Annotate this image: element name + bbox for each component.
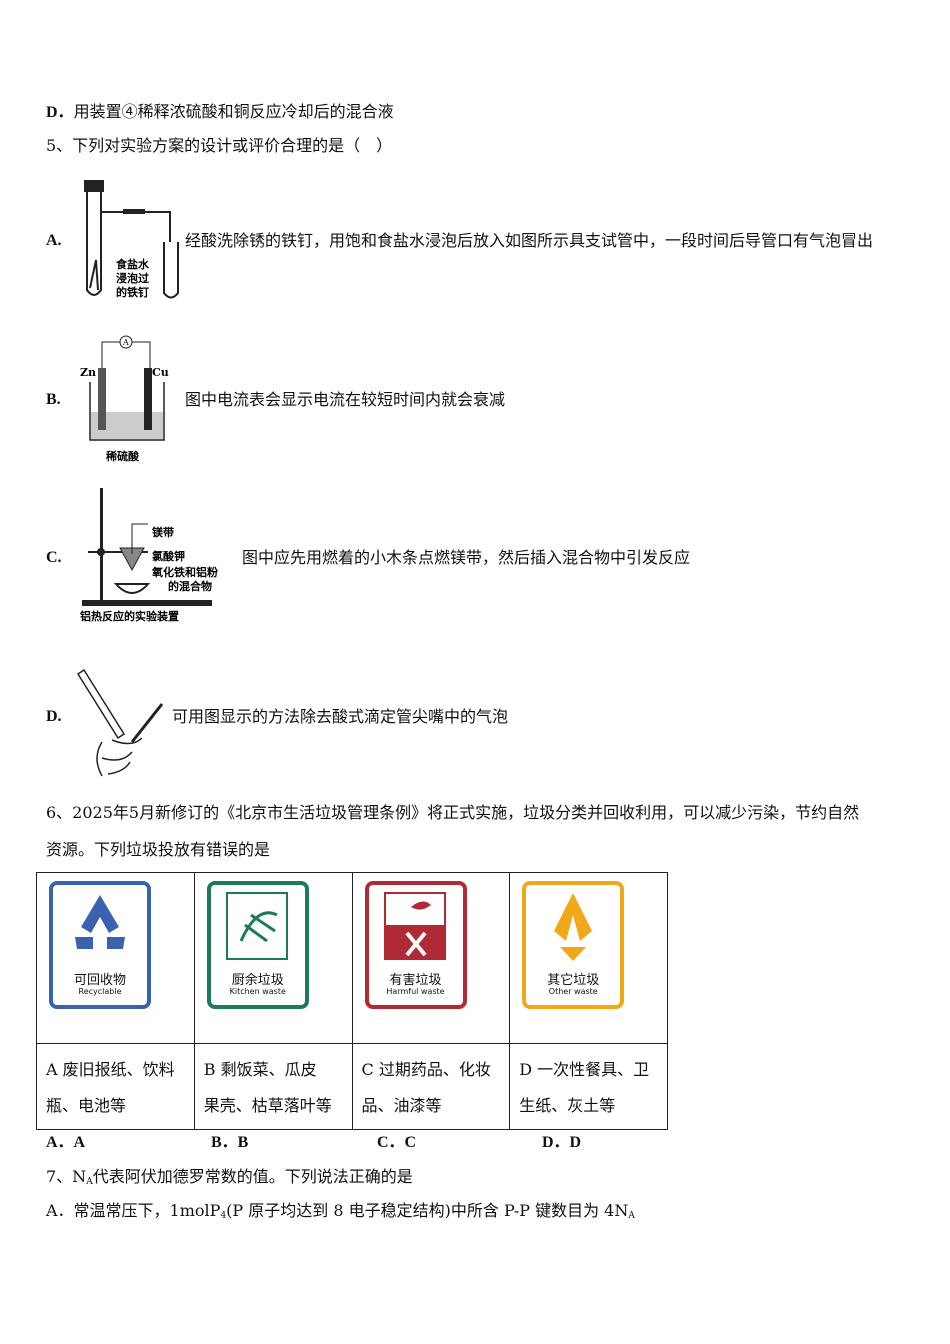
cell-text: D 一次性餐具、卫 <box>519 1060 650 1079</box>
table-cell-b: B 剩饭菜、瓜皮果壳、枯草落叶等 <box>193 1043 353 1130</box>
other-waste-icon <box>554 893 593 961</box>
cell-text: 瓶、电池等 <box>46 1096 127 1115</box>
cell-text: 品、油漆等 <box>361 1096 442 1115</box>
q6-answer-c: C．C <box>377 1134 417 1151</box>
fig-label: Zn <box>80 366 96 379</box>
sign-en: Other waste <box>548 987 598 996</box>
cell-text: A 废旧报纸、饮料 <box>46 1060 175 1079</box>
fig-label: 食盐水 <box>116 257 150 271</box>
cell-text: C 过期药品、化妆 <box>361 1060 491 1079</box>
sign-en: Kitchen waste <box>229 987 286 996</box>
fig-label: 稀硫酸 <box>106 449 140 463</box>
q5-d-text: 可用图显示的方法除去酸式滴定管尖嘴中的气泡 <box>172 707 509 726</box>
fig-label: 的铁钉 <box>116 285 149 299</box>
cell-text: B 剩饭菜、瓜皮 <box>203 1060 317 1079</box>
fig-label: A <box>122 338 129 347</box>
text: 7、N <box>46 1167 87 1186</box>
q5-a-text: 经酸洗除锈的铁钉，用饱和食盐水浸泡后放入如图所示具支试管中，一段时间后导管口有气… <box>185 231 874 250</box>
thermite-apparatus-figure: 镁带 氯酸钾 氧化铁和铝粉 的混合物 铝热反应的实验装置 <box>80 488 218 623</box>
sign-en: Harmful waste <box>386 987 445 996</box>
burette-hand-figure <box>76 668 164 777</box>
fig-label: 浸泡过 <box>116 271 149 285</box>
text: 代表阿伏加德罗常数的值。下列说法正确的是 <box>92 1167 413 1186</box>
q5-stem: 5、下列对实验方案的设计或评价合理的是（ ） <box>46 136 393 155</box>
fig-label: 铝热反应的实验装置 <box>80 609 179 623</box>
option-text: 用装置④稀释浓硫酸和铜反应冷却后的混合液 <box>73 102 394 121</box>
sign-cn: 有害垃圾 <box>389 973 442 988</box>
q6-answer-a: A．A <box>46 1134 86 1151</box>
fig-label: 氧化铁和铝粉 <box>151 565 218 579</box>
fig-label: 氯酸钾 <box>152 549 185 563</box>
q4-option-d: D．用装置④稀释浓硫酸和铜反应冷却后的混合液 <box>46 102 394 123</box>
q6-stem-line2: 资源。下列垃圾投放有错误的是 <box>46 840 271 859</box>
table-cell-a: A 废旧报纸、饮料瓶、电池等 <box>36 1043 195 1130</box>
q7-stem: 7、NA代表阿伏加德罗常数的值。下列说法正确的是 <box>46 1167 413 1192</box>
q7-option-a: A．常温常压下，1molP4(P 原子均达到 8 电子稳定结构)中所含 P-P … <box>46 1201 635 1226</box>
fig-label: 镁带 <box>152 525 174 539</box>
q5-c-text: 图中应先用燃着的小木条点燃镁带，然后插入混合物中引发反应 <box>242 548 691 567</box>
q5-d-label: D. <box>46 708 62 725</box>
text: A．常温常压下，1molP <box>46 1201 221 1220</box>
fig-label: Cu <box>152 366 169 379</box>
table-cell-d: D 一次性餐具、卫生纸、灰土等 <box>509 1043 668 1130</box>
fig-label: 的混合物 <box>168 579 212 593</box>
cell-text: 生纸、灰土等 <box>519 1096 616 1115</box>
q5-b-label: B. <box>46 391 61 408</box>
table-cell-c: C 过期药品、化妆品、油漆等 <box>351 1043 511 1130</box>
test-tube-figure: 食盐水 浸泡过 的铁钉 <box>84 180 179 299</box>
galvanic-cell-figure: A Zn Cu 稀硫酸 <box>80 335 169 463</box>
option-label: D． <box>46 104 74 121</box>
sign-cn: 可回收物 <box>73 973 126 988</box>
fish-bone-icon <box>225 892 288 960</box>
text: (P 原子均达到 8 电子稳定结构)中所含 P-P 键数目为 4N <box>226 1201 629 1220</box>
q5-b-text: 图中电流表会显示电流在较短时间内就会衰减 <box>185 390 506 409</box>
harmful-icon <box>383 892 446 960</box>
q6-stem-line1: 6、2025年5月新修订的《北京市生活垃圾管理条例》将正式实施，垃圾分类并回收利… <box>46 803 860 822</box>
q5-a-label: A. <box>46 232 62 249</box>
subscript: A <box>86 1177 93 1187</box>
cell-text: 果壳、枯草落叶等 <box>203 1096 332 1115</box>
sign-cn: 其它垃圾 <box>547 973 600 988</box>
q5-c-label: C. <box>46 549 62 566</box>
subscript: 4 <box>220 1211 227 1221</box>
q6-answer-b: B．B <box>211 1134 249 1151</box>
recycle-icon <box>75 895 125 949</box>
subscript: A <box>628 1211 635 1221</box>
sign-cn: 厨余垃圾 <box>231 973 284 988</box>
sign-en: Recyclable <box>78 987 122 996</box>
q6-answer-d: D．D <box>542 1134 582 1151</box>
